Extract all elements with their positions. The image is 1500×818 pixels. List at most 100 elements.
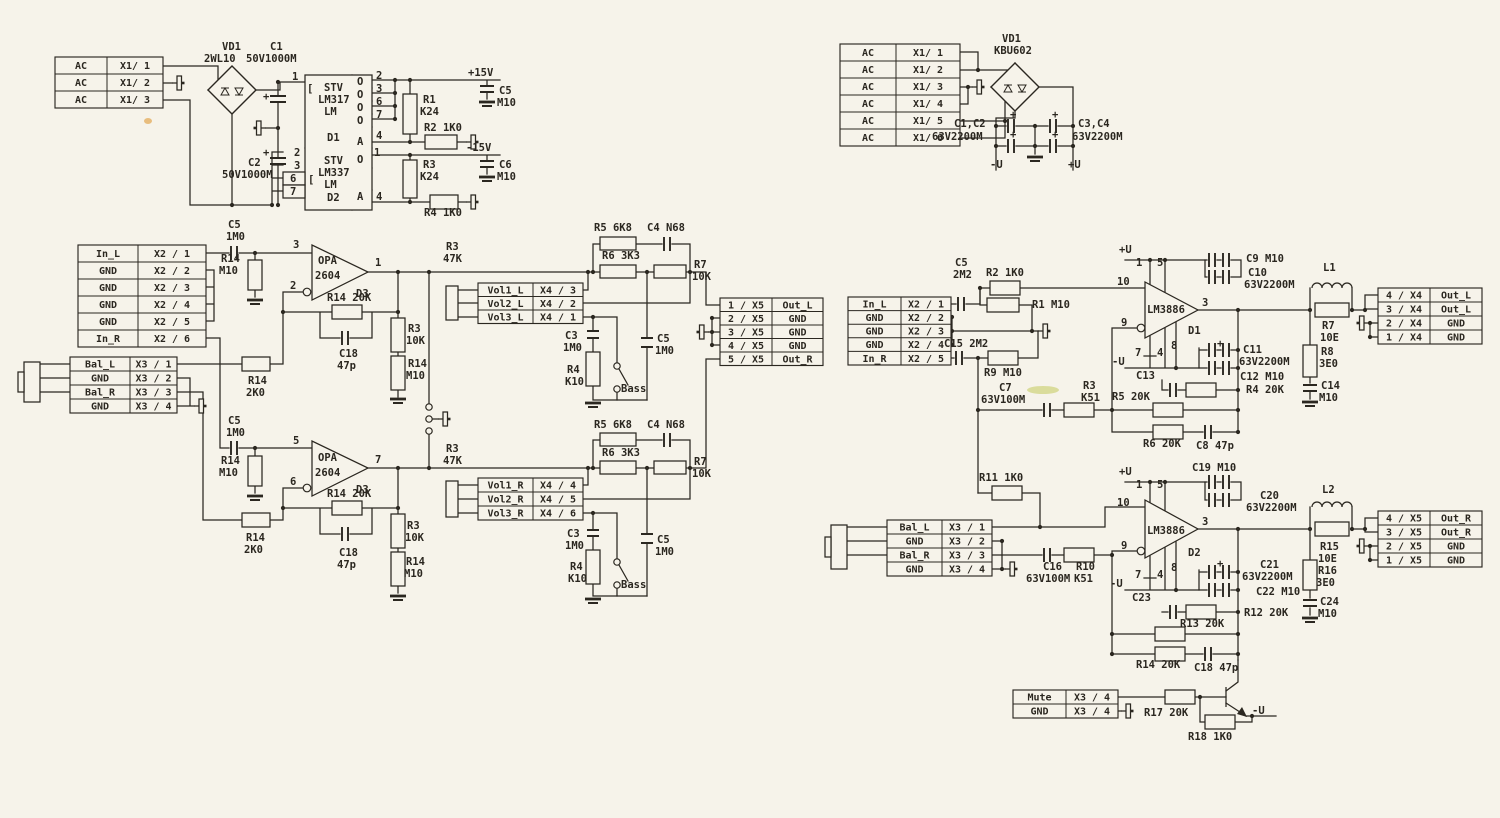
label-lm: LM (324, 106, 337, 118)
label--: [ (308, 174, 314, 186)
label-c18: C18 (339, 348, 358, 360)
balanced-jack-left (23, 361, 41, 403)
label--: + (1052, 109, 1058, 121)
connector-plug-icon (1003, 560, 1019, 578)
label--u: -U (990, 159, 1003, 171)
label-1: 1 (1136, 257, 1142, 269)
table-cell-pin: X2 / 5 (908, 354, 944, 365)
table-cell-signal: 4 / X5 (1386, 514, 1422, 525)
label-l2: L2 (1322, 484, 1335, 496)
label-c5: C5 (657, 534, 670, 546)
label-r3: R3 (423, 159, 436, 171)
label-c22-m10: C22 M10 (1256, 586, 1300, 598)
bass-switch-contact[interactable] (613, 558, 621, 566)
label--u: +U (1119, 244, 1132, 256)
table-cell-pin: X2 / 4 (908, 340, 944, 351)
balanced-jack-left-tip (17, 371, 25, 393)
table-cell-pin: X2 / 2 (908, 313, 944, 324)
label-c5: C5 (228, 415, 241, 427)
table-cell-pin: X4 / 3 (540, 285, 576, 296)
label-c6: C6 (499, 159, 512, 171)
label-lm337: LM337 (318, 167, 350, 179)
table-cell-signal: 2 / X4 (1386, 319, 1422, 330)
jumper-contact (425, 403, 433, 411)
ground-icon (388, 594, 408, 602)
resistor-r3-10k (390, 317, 406, 353)
label-stv: STV (324, 155, 344, 167)
label-c4-n68: C4 N68 (647, 419, 685, 431)
table-cell-pin: X1/ 6 (913, 133, 943, 144)
label-3: 3 (293, 239, 299, 251)
label-2k0: 2K0 (246, 387, 265, 399)
label--: + (263, 91, 269, 103)
label-k51: K51 (1074, 573, 1093, 585)
table-cell-pin: X2 / 1 (908, 299, 944, 310)
scan-smudge (1027, 386, 1059, 394)
label-63v2200m: 63V2200M (1072, 131, 1123, 143)
label-5: 5 (1157, 479, 1163, 491)
jumper-contact (425, 427, 433, 435)
table-border (477, 477, 584, 521)
label-1: 1 (1136, 479, 1142, 491)
scan-smudge (144, 118, 152, 124)
ground-icon (477, 175, 497, 183)
label-47k: 47K (443, 253, 463, 265)
label-d2: D2 (1188, 547, 1201, 559)
table-cell-signal: GND (865, 327, 883, 338)
ground-icon (583, 401, 603, 409)
power-amp-lm3886-ch2 (1144, 498, 1200, 560)
volume-pot-left[interactable] (445, 285, 459, 321)
label-c3: C3 (567, 528, 580, 540)
table-cell-pin: X1/ 3 (120, 95, 150, 106)
label-r17-20k: R17 20K (1144, 707, 1189, 719)
label--u: -U (1110, 578, 1123, 590)
label-6: 6 (376, 96, 382, 108)
label-r2-1k0: R2 1K0 (986, 267, 1024, 279)
ground-icon (1300, 400, 1320, 408)
table-cell-signal: GND (99, 300, 117, 311)
opamp-opa2604-left-ch1 (311, 244, 370, 302)
resistor-r4-1k0 (429, 194, 459, 210)
bass-switch-contact[interactable] (613, 385, 621, 393)
ground-icon (245, 298, 265, 306)
label-r13-20k: R13 20K (1180, 618, 1225, 630)
label-c5: C5 (228, 219, 241, 231)
table-cell-pin: X2 / 1 (154, 249, 190, 260)
ground-icon (1025, 155, 1045, 163)
table-cell-pin: GND (788, 341, 806, 352)
table-cell-signal: 3 / X5 (728, 327, 764, 338)
table-cell-pin: Out_L (1441, 305, 1471, 316)
resistor-r7-10k (653, 264, 687, 279)
label-r5-6k8: R5 6K8 (594, 419, 632, 431)
resistor-r7-10k (653, 460, 687, 475)
table-cell-signal: GND (99, 317, 117, 328)
bass-switch-contact[interactable] (613, 362, 621, 370)
label-47p: 47p (337, 559, 356, 571)
table-cell-signal: 4 / X5 (728, 341, 764, 352)
label-47p: 47p (337, 360, 356, 372)
table-cell-pin: X4 / 4 (540, 481, 576, 492)
resistor-r12-20k (1185, 604, 1217, 620)
label-c7: C7 (999, 382, 1012, 394)
capacitor-plates (230, 85, 1317, 661)
resistor-r5-6k8 (599, 432, 637, 447)
label-r4-1k0: R4 1K0 (424, 207, 462, 219)
label-a: A (357, 136, 364, 148)
table-cell-signal: GND (91, 402, 109, 413)
label-d1: D1 (1188, 325, 1201, 337)
volume-pot-right[interactable] (445, 480, 459, 518)
bass-switch-contact[interactable] (613, 581, 621, 589)
ground-icon (1300, 616, 1320, 624)
label-r14: R14 (221, 455, 240, 467)
label-1m0: 1M0 (563, 342, 582, 354)
connector-plug-icon (695, 323, 711, 341)
balanced-jack-right-tip (824, 536, 832, 558)
label-r15: R15 (1320, 541, 1339, 553)
resistor-r3-k24 (402, 159, 418, 199)
resistor-r14-2k0 (241, 512, 271, 528)
table-cell-signal: Vol1_R (487, 481, 524, 492)
